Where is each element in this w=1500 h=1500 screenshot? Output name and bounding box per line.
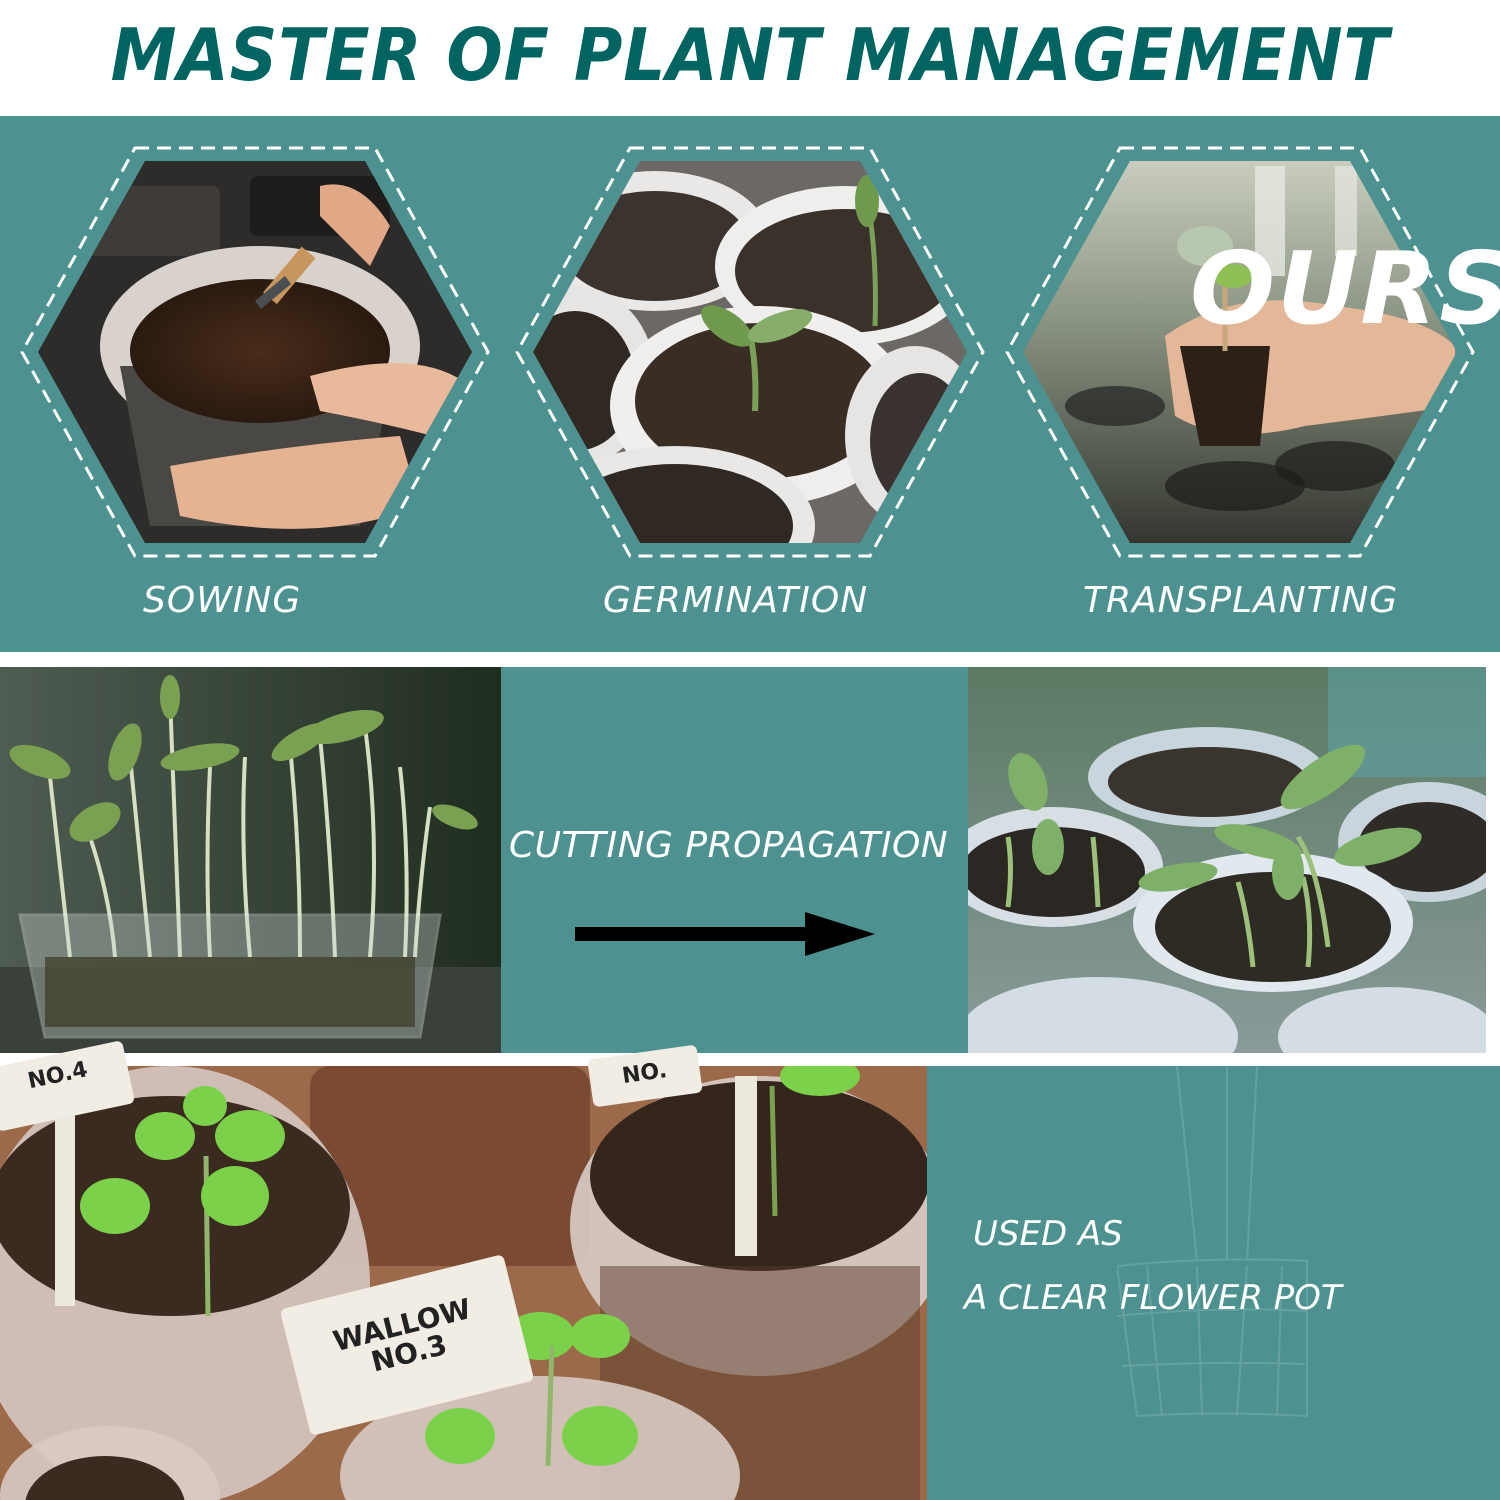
plant-label-line: NO.4 — [25, 1057, 90, 1095]
hexagon-dashed-frame — [20, 146, 490, 558]
seedlings-cups-photo — [968, 667, 1486, 1053]
usage-row: NO.4 NO. WALLOW NO.3 USED AS A CLEAR FLO… — [0, 1040, 1500, 1500]
stage-label-transplanting: TRANSPLANTING — [1083, 580, 1399, 621]
sprouts-tray-photo — [0, 667, 501, 1053]
hexagon-dashed-frame — [1005, 146, 1475, 558]
stage-label-germination: GERMINATION — [603, 580, 869, 621]
propagation-panel: CUTTING PROPAGATION — [501, 667, 968, 1053]
title-bar: MASTER OF PLANT MANAGEMENT — [0, 0, 1500, 116]
germination-photo — [533, 161, 967, 543]
stages-band: SOWING GERMINATI — [0, 116, 1500, 652]
stage-germination — [515, 146, 985, 558]
usage-line2: A CLEAR FLOWER POT — [964, 1278, 1342, 1318]
labeled-seedlings-photo — [0, 1066, 927, 1500]
transplanting-photo — [1023, 161, 1457, 543]
hanging-planter-outline-icon — [1117, 1066, 1308, 1418]
stage-sowing — [20, 146, 490, 558]
usage-panel: USED AS A CLEAR FLOWER POT — [927, 1066, 1500, 1500]
page-title: MASTER OF PLANT MANAGEMENT — [110, 13, 1390, 97]
sowing-photo — [38, 161, 472, 543]
propagation-row: CUTTING PROPAGATION — [0, 667, 1500, 1053]
usage-line1: USED AS — [973, 1214, 1123, 1254]
ours-badge: OURS — [1190, 230, 1500, 347]
hexagon-dashed-frame — [515, 146, 985, 558]
stage-label-sowing: SOWING — [143, 580, 302, 621]
stage-transplanting — [1005, 146, 1475, 558]
propagation-label: CUTTING PROPAGATION — [509, 825, 949, 866]
plant-label-line: NO. — [620, 1058, 669, 1090]
right-arrow-icon — [575, 912, 875, 956]
